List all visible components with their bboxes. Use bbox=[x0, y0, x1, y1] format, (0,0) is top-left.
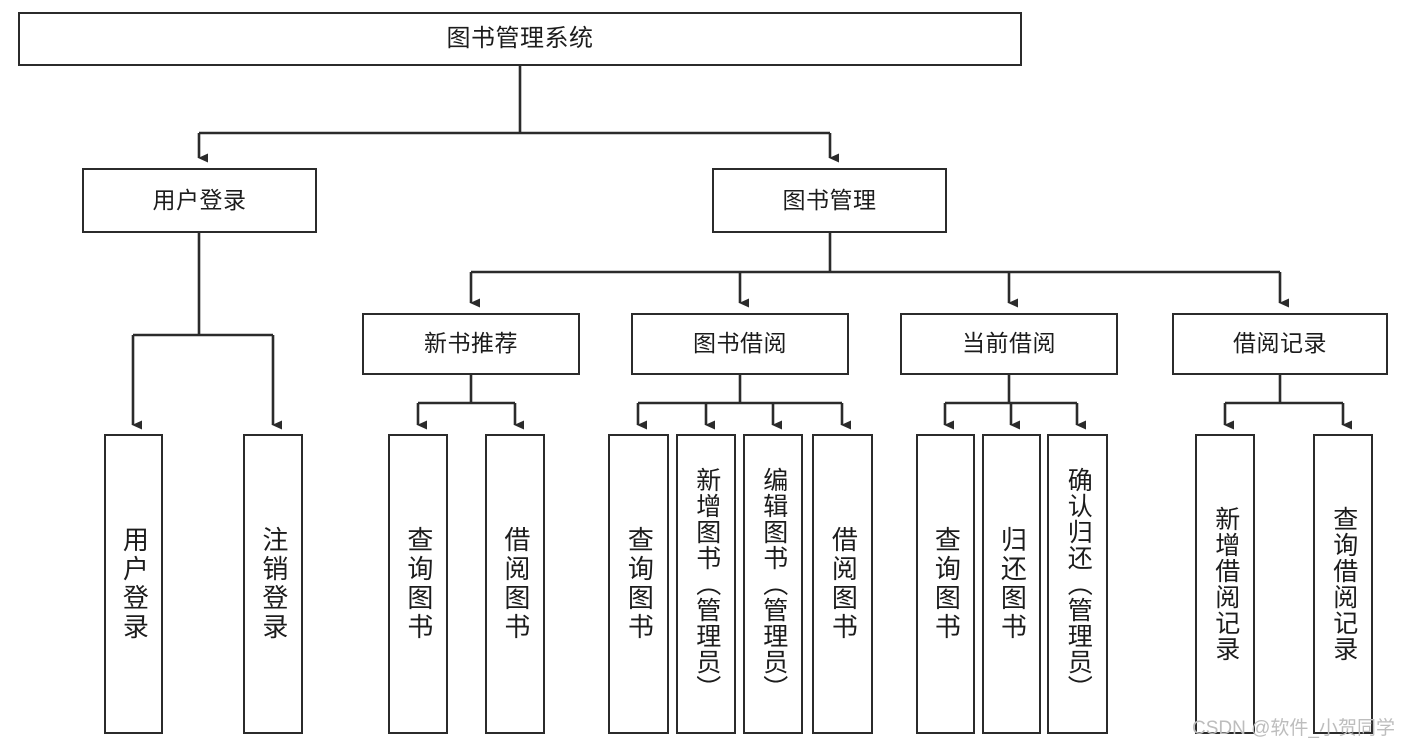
node-label: 编辑图书（管理员） bbox=[759, 467, 788, 701]
node-new-book-recommend[interactable]: 新书推荐 bbox=[362, 313, 580, 375]
node-leaf-query-book-1[interactable]: 查询图书 bbox=[388, 434, 448, 734]
node-label: 当前借阅 bbox=[962, 330, 1056, 357]
node-label: 查询图书 bbox=[624, 526, 655, 642]
node-label: 借阅图书 bbox=[828, 526, 859, 642]
node-label: 注销登录 bbox=[258, 526, 289, 642]
node-label: 查询图书 bbox=[403, 526, 434, 642]
node-leaf-add-record[interactable]: 新增借阅记录 bbox=[1195, 434, 1255, 734]
node-root-system[interactable]: 图书管理系统 bbox=[18, 12, 1022, 66]
node-book-borrow[interactable]: 图书借阅 bbox=[631, 313, 849, 375]
node-leaf-query-book-2[interactable]: 查询图书 bbox=[608, 434, 669, 734]
node-user-login[interactable]: 用户登录 bbox=[82, 168, 317, 233]
node-leaf-borrow-book-2[interactable]: 借阅图书 bbox=[812, 434, 873, 734]
node-label: 新书推荐 bbox=[424, 330, 518, 357]
node-label: 用户登录 bbox=[152, 186, 247, 213]
node-label: 归还图书 bbox=[997, 526, 1028, 642]
node-leaf-confirm-return[interactable]: 确认归还（管理员） bbox=[1047, 434, 1108, 734]
node-label: 图书管理系统 bbox=[446, 24, 594, 52]
node-label: 图书管理 bbox=[782, 186, 877, 213]
node-leaf-add-book[interactable]: 新增图书（管理员） bbox=[676, 434, 736, 734]
node-current-borrow[interactable]: 当前借阅 bbox=[900, 313, 1118, 375]
node-leaf-query-record[interactable]: 查询借阅记录 bbox=[1313, 434, 1373, 734]
node-label: 查询图书 bbox=[931, 526, 962, 642]
node-label: 借阅记录 bbox=[1233, 330, 1327, 357]
node-label: 查询借阅记录 bbox=[1329, 506, 1358, 662]
csdn-watermark: CSDN @软件_小贺同学 bbox=[1192, 718, 1395, 739]
node-leaf-borrow-book-1[interactable]: 借阅图书 bbox=[485, 434, 545, 734]
node-book-management[interactable]: 图书管理 bbox=[712, 168, 947, 233]
node-label: 用户登录 bbox=[119, 526, 150, 642]
node-label: 确认归还（管理员） bbox=[1064, 467, 1093, 701]
node-leaf-edit-book[interactable]: 编辑图书（管理员） bbox=[743, 434, 803, 734]
node-label: 新增图书（管理员） bbox=[692, 467, 721, 701]
node-borrow-record[interactable]: 借阅记录 bbox=[1172, 313, 1388, 375]
node-leaf-return-book[interactable]: 归还图书 bbox=[982, 434, 1041, 734]
node-label: 新增借阅记录 bbox=[1211, 506, 1240, 662]
node-leaf-query-book-3[interactable]: 查询图书 bbox=[916, 434, 975, 734]
node-leaf-user-login[interactable]: 用户登录 bbox=[104, 434, 163, 734]
node-label: 图书借阅 bbox=[693, 330, 787, 357]
node-label: 借阅图书 bbox=[500, 526, 531, 642]
node-leaf-logout[interactable]: 注销登录 bbox=[243, 434, 303, 734]
